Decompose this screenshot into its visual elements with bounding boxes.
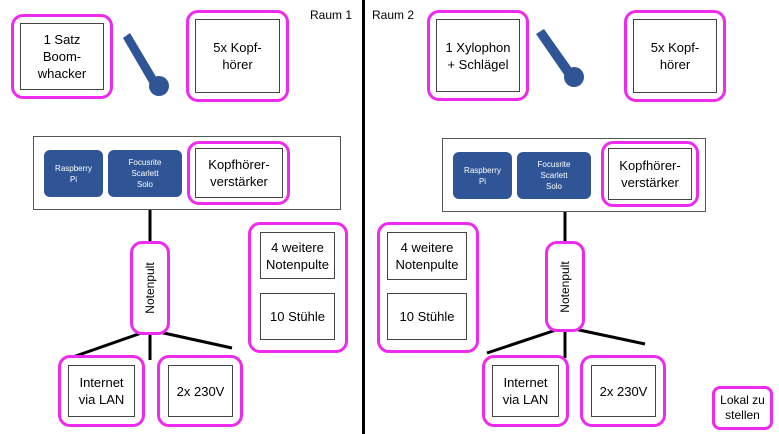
stand-leg-left-room1 — [69, 328, 151, 360]
amp-box-room2: Kopfhörer- verstärker — [608, 148, 692, 200]
raspberry-pi-room1: Raspberry Pi — [44, 150, 103, 197]
stand-highlight-room1 — [130, 241, 170, 335]
stand-text-room2: Notenpult — [558, 260, 572, 313]
stand-leg-left-room2 — [486, 325, 566, 355]
microphone-icon — [123, 33, 169, 96]
focusrite-room1: Focusrite Scarlett Solo — [108, 150, 182, 197]
stands-more-room2: 4 weitere Notenpulte — [387, 232, 467, 280]
headphones-box-room2: 5x Kopf- hörer — [633, 19, 717, 93]
focusrite-room2: Focusrite Scarlett Solo — [517, 152, 591, 199]
headphones-box-room1: 5x Kopf- hörer — [195, 19, 280, 93]
internet-box-room2: Internet via LAN — [492, 365, 559, 417]
room2-label: Raum 2 — [372, 8, 415, 22]
stands-more-room1: 4 weitere Notenpulte — [260, 232, 335, 279]
internet-box-room1: Internet via LAN — [68, 365, 135, 417]
stand-text-room1: Notenpult — [143, 262, 157, 314]
stand-label-room2: Notenpult — [545, 241, 585, 332]
legend-label: Lokal zu stellen — [720, 393, 765, 422]
boomwhacker-box: 1 Satz Boom- whacker — [20, 23, 104, 90]
chairs-room2: 10 Stühle — [387, 293, 467, 340]
power-box-room1: 2x 230V — [168, 365, 233, 417]
stand-highlight-room2 — [545, 241, 585, 332]
raspberry-pi-room2: Raspberry Pi — [453, 152, 512, 199]
microphone-icon — [536, 29, 584, 87]
stand-label-room1: Notenpult — [130, 241, 170, 335]
power-box-room2: 2x 230V — [591, 365, 656, 417]
xylophone-box: 1 Xylophon + Schlägel — [436, 19, 520, 92]
legend-box — [712, 386, 773, 430]
room-divider — [362, 0, 365, 434]
amp-box-room1: Kopfhörer- verstärker — [195, 148, 283, 198]
chairs-room1: 10 Stühle — [260, 293, 335, 340]
room1-label: Raum 1 — [310, 8, 353, 22]
